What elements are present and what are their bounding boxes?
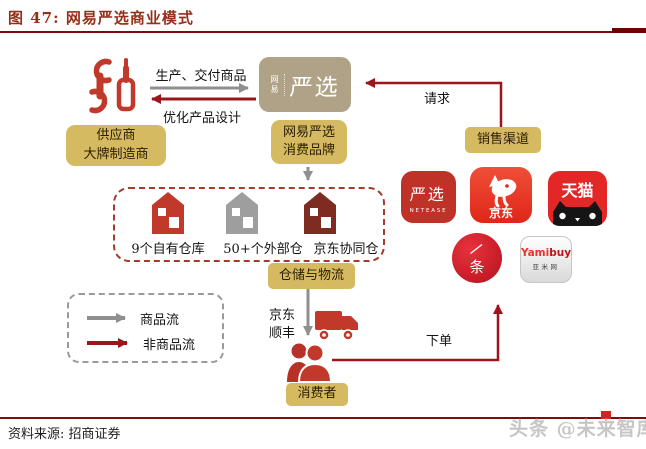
svg-text:天猫: 天猫 bbox=[561, 181, 593, 200]
request-label: 请求 bbox=[423, 92, 450, 107]
external-warehouse-icon bbox=[226, 192, 258, 234]
watermark-text: 头条 @未来智库 bbox=[509, 418, 646, 440]
consumer-icon bbox=[287, 343, 333, 382]
produce-label: 生产、交付商品 bbox=[155, 69, 247, 84]
legend-nongoods-label: 非商品流 bbox=[143, 338, 196, 353]
logo-netease-chars: 网易 bbox=[270, 75, 279, 94]
footer-divider bbox=[0, 417, 646, 419]
brand-box: 网易严选 消费品牌 bbox=[271, 120, 347, 164]
logo-yanxuan-text: 严选 bbox=[288, 74, 341, 101]
logistics-box: 仓储与物流 bbox=[268, 263, 355, 289]
warehouse-group-box bbox=[113, 187, 385, 262]
watermark-logo-mark bbox=[601, 411, 611, 419]
jd-warehouse-label: 京东协同仓 bbox=[313, 242, 379, 257]
legend-box bbox=[67, 293, 224, 363]
own-warehouse-label: 9个自有仓库 bbox=[131, 242, 205, 257]
yitiao-app-icon: 一 条 bbox=[452, 233, 502, 283]
courier-jd-label: 京东 bbox=[268, 308, 295, 323]
yamibuy-app-icon: Yamibuy 亚米网 bbox=[520, 236, 572, 283]
jd-app-icon: 京东 bbox=[470, 167, 532, 223]
order-label: 下单 bbox=[425, 334, 452, 349]
figure-title: 图 47: 网易严选商业模式 bbox=[8, 9, 194, 27]
truck-icon bbox=[315, 311, 358, 341]
tools-icon bbox=[89, 58, 136, 114]
legend-goods-label: 商品流 bbox=[140, 313, 180, 328]
consumer-box: 消费者 bbox=[286, 383, 348, 406]
yanxuan-app-icon: 严选 NETEASE bbox=[401, 171, 456, 223]
external-warehouse-label: 50+个外部仓 bbox=[223, 242, 303, 257]
svg-text:京东: 京东 bbox=[489, 205, 513, 220]
sales-channel-box: 销售渠道 bbox=[465, 127, 541, 153]
supplier-box: 供应商 大牌制造商 bbox=[66, 125, 166, 166]
own-warehouse-icon bbox=[152, 192, 184, 234]
courier-sf-label: 顺丰 bbox=[268, 326, 295, 341]
title-divider-end bbox=[612, 28, 646, 33]
source-note: 资料来源: 招商证券 bbox=[8, 427, 121, 442]
tmall-app-icon: 天猫 bbox=[548, 171, 607, 226]
jd-warehouse-icon bbox=[304, 192, 336, 234]
optimize-label: 优化产品设计 bbox=[162, 111, 241, 126]
netease-yanxuan-logo: 网易 严选 bbox=[259, 57, 351, 112]
title-divider bbox=[0, 31, 646, 33]
logo-divider bbox=[283, 73, 285, 96]
